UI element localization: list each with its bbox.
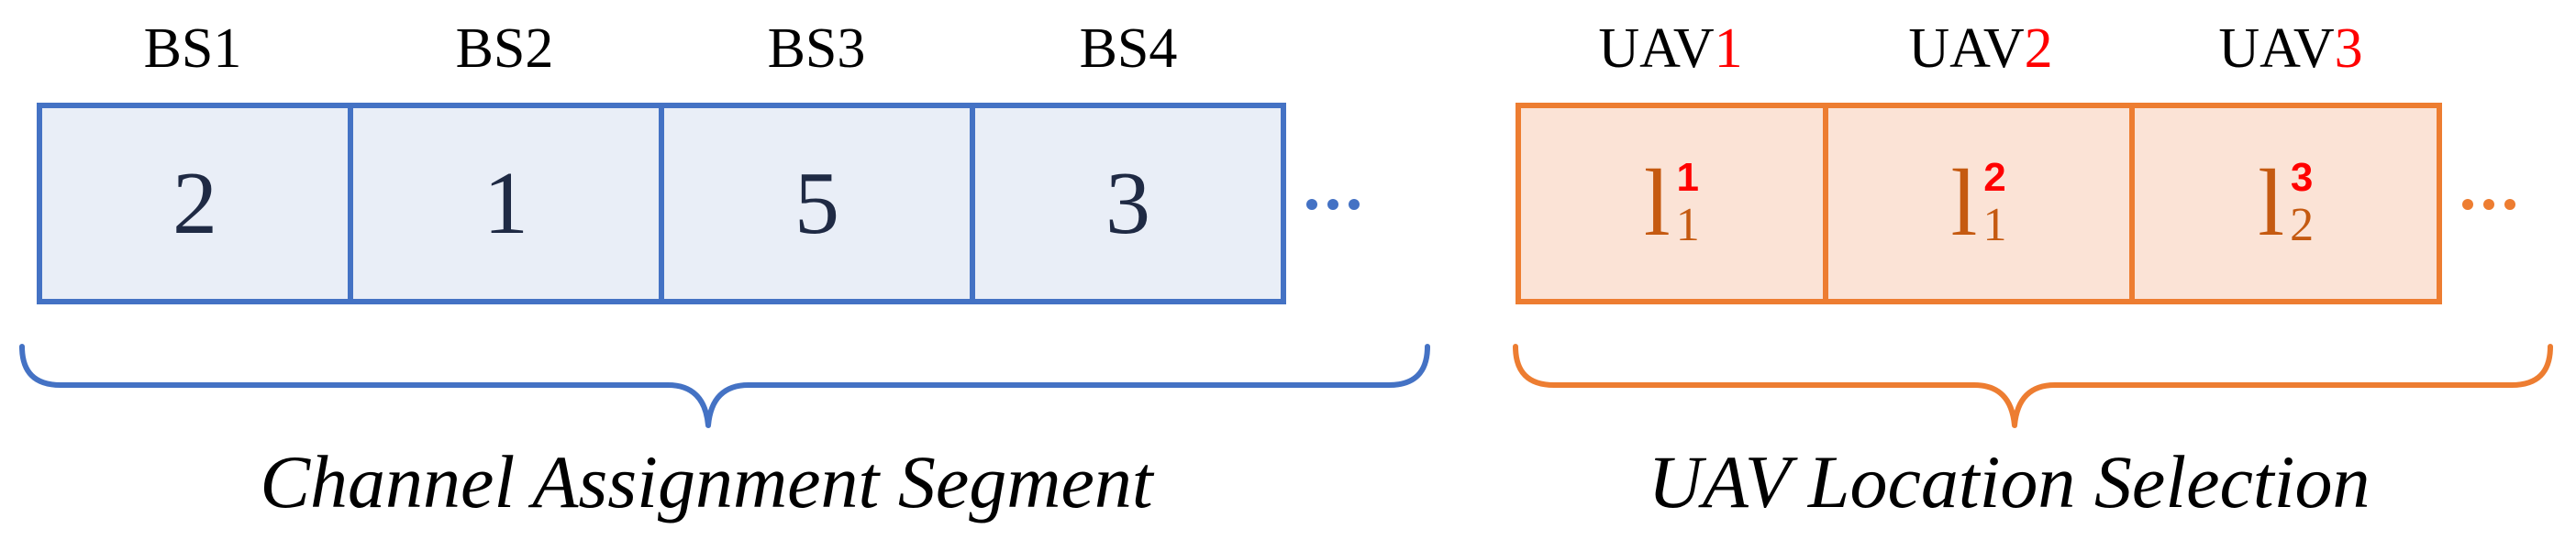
bs1-channel-cell: 2 bbox=[42, 108, 348, 299]
bs1-channel-value: 2 bbox=[172, 154, 217, 253]
location-segment-brace bbox=[1513, 344, 2553, 428]
location-symbol-base: l bbox=[2258, 150, 2285, 256]
channel-assignment-segment: 2 1 5 3 bbox=[37, 103, 1286, 304]
uav-index-superscript: 2 bbox=[1983, 155, 2006, 200]
ellipsis-dot bbox=[1327, 199, 1338, 210]
channel-ellipsis bbox=[1306, 191, 1360, 218]
bs2-channel-value: 1 bbox=[483, 154, 528, 253]
uav-index-superscript: 3 bbox=[2290, 155, 2314, 200]
ellipsis-dot bbox=[2483, 199, 2494, 210]
uav-location-caption: UAV Location Selection bbox=[1648, 440, 2371, 523]
location-index-subscript: 1 bbox=[1982, 199, 2007, 251]
location-index-subscript: 1 bbox=[1675, 199, 1700, 251]
uav1-header: UAV1 bbox=[1516, 17, 1826, 81]
bs3-channel-cell: 5 bbox=[659, 108, 970, 299]
bs2-channel-cell: 1 bbox=[348, 108, 659, 299]
ellipsis-dot bbox=[1349, 199, 1360, 210]
bs4-channel-cell: 3 bbox=[970, 108, 1281, 299]
uav1-header-prefix: UAV bbox=[1598, 17, 1715, 80]
bs3-header: BS3 bbox=[767, 17, 866, 80]
uav2-header-index: 2 bbox=[2024, 17, 2053, 80]
location-symbol-base: l bbox=[1950, 150, 1978, 256]
uav1-header-index: 1 bbox=[1714, 17, 1743, 80]
ellipsis-dot bbox=[2504, 199, 2515, 210]
ellipsis-dot bbox=[2462, 199, 2473, 210]
uav3-header: UAV3 bbox=[2136, 17, 2446, 81]
ellipsis-dot bbox=[1306, 199, 1317, 210]
uav-index-superscript: 1 bbox=[1676, 155, 1700, 200]
bs4-channel-value: 3 bbox=[1105, 154, 1150, 253]
uav3-header-prefix: UAV bbox=[2218, 17, 2335, 80]
channel-assignment-caption: Channel Assignment Segment bbox=[260, 440, 1153, 523]
bs3-channel-value: 5 bbox=[794, 154, 839, 253]
location-index-subscript: 2 bbox=[2290, 199, 2315, 251]
bs4-header: BS4 bbox=[1079, 17, 1178, 80]
bs1-header: BS1 bbox=[143, 17, 242, 80]
location-symbol-base: l bbox=[1643, 150, 1671, 256]
location-ellipsis bbox=[2462, 191, 2515, 218]
uav2-header: UAV2 bbox=[1826, 17, 2136, 81]
channel-segment-brace bbox=[19, 344, 1430, 428]
uav2-header-prefix: UAV bbox=[1908, 17, 2025, 80]
uav3-header-index: 3 bbox=[2334, 17, 2363, 80]
bs2-header: BS2 bbox=[455, 17, 554, 80]
